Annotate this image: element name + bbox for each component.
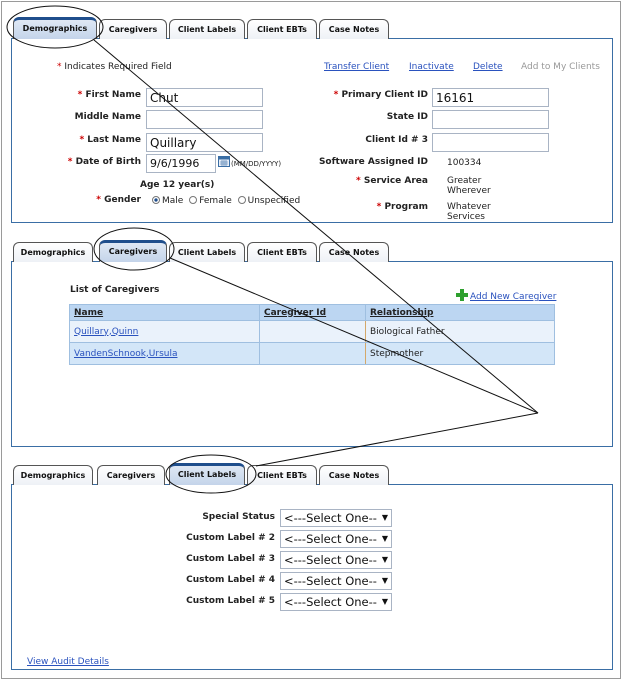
custom-label-4-label: Custom Label # 4 [186,575,275,585]
gender-label: * Gender [96,195,141,205]
tab-client-ebts[interactable]: Client EBTs [247,465,317,485]
tab-client-labels[interactable]: Client Labels [169,463,245,485]
dob-field[interactable]: 9/6/1996 [146,154,216,173]
middle-name-label: Middle Name [74,112,141,122]
transfer-client-link[interactable]: Transfer Client [324,62,390,72]
column-header-name[interactable]: Name [69,304,260,321]
age-text: Age 12 year(s) [140,180,215,190]
custom-label-3-label: Custom Label # 3 [186,554,275,564]
tab-caregivers[interactable]: Caregivers [97,465,165,485]
gender-unspecified-radio[interactable]: Unspecified [237,196,300,206]
program-line1: Whatever [447,202,491,212]
primary-client-id-field[interactable]: 16161 [432,88,549,107]
highlight-ellipse-client-labels [165,454,257,494]
gender-male-radio[interactable]: Male [152,196,183,206]
custom-label-2-label: Custom Label # 2 [186,533,275,543]
custom-label-5-select[interactable]: <---Select One--▼ [280,593,392,611]
caregivers-table: Name Caregiver Id Relationship Quillary,… [69,304,555,365]
dob-label: * Date of Birth [67,157,141,167]
dob-format-hint: (MM/DD/YYYY) [231,160,282,168]
relationship-cell: Stepmother [365,342,555,365]
relationship-cell: Biological Father [365,320,555,343]
tab-caregivers[interactable]: Caregivers [99,240,167,262]
tab-case-notes[interactable]: Case Notes [319,465,389,485]
tab-caregivers[interactable]: Caregivers [99,19,167,39]
caregiver-id-cell [259,342,366,365]
custom-label-5-label: Custom Label # 5 [186,596,275,606]
middle-name-field[interactable] [146,110,263,129]
special-status-label: Special Status [202,512,275,522]
tab-case-notes[interactable]: Case Notes [319,242,389,262]
custom-label-4-select[interactable]: <---Select One--▼ [280,572,392,590]
last-name-field[interactable]: Quillary [146,133,263,152]
chevron-down-icon: ▼ [381,597,388,606]
add-to-my-clients-link: Add to My Clients [521,62,600,72]
highlight-ellipse-caregivers [93,227,175,271]
tab-demographics[interactable]: Demographics [13,465,93,485]
primary-client-id-label: * Primary Client ID [333,90,428,100]
column-header-caregiver-id[interactable]: Caregiver Id [259,304,366,321]
client-id3-label: Client Id # 3 [365,135,428,145]
table-row: Quillary,Quinn Biological Father [69,320,555,343]
custom-label-2-select[interactable]: <---Select One--▼ [280,530,392,548]
last-name-label: * Last Name [79,135,141,145]
tab-demographics[interactable]: Demographics [13,17,97,39]
add-new-caregiver-link[interactable]: Add New Caregiver [470,292,557,302]
caregiver-id-cell [259,320,366,343]
table-header-row: Name Caregiver Id Relationship [69,304,555,321]
caregiver-name-link[interactable]: Quillary,Quinn [74,326,139,337]
tab-case-notes[interactable]: Case Notes [319,19,389,39]
chevron-down-icon: ▼ [381,534,388,543]
inactivate-link[interactable]: Inactivate [409,62,454,72]
special-status-select[interactable]: <---Select One--▼ [280,509,392,527]
callout-line [255,412,539,467]
caregivers-list-title: List of Caregivers [70,285,160,295]
tab-demographics[interactable]: Demographics [13,242,93,262]
first-name-field[interactable]: Chut [146,88,263,107]
state-id-field[interactable] [432,110,549,129]
callout-line [93,39,539,414]
callout-line [169,257,539,414]
caregiver-name-link[interactable]: VandenSchnook,Ursula [74,348,178,359]
highlight-ellipse-demographics [6,5,104,49]
column-header-relationship[interactable]: Relationship [365,304,555,321]
chevron-down-icon: ▼ [381,513,388,522]
chevron-down-icon: ▼ [381,555,388,564]
tab-client-ebts[interactable]: Client EBTs [247,19,317,39]
first-name-label: * First Name [77,90,141,100]
table-row: VandenSchnook,Ursula Stepmother [69,342,555,365]
service-area-line2: Wherever [447,186,491,196]
chevron-down-icon: ▼ [381,576,388,585]
tab-client-ebts[interactable]: Client EBTs [247,242,317,262]
tab-client-labels[interactable]: Client Labels [169,242,245,262]
add-icon[interactable] [456,289,468,301]
required-note: * Indicates Required Field [57,62,172,72]
program-label: * Program [376,202,428,212]
delete-link[interactable]: Delete [473,62,503,72]
client-id3-field[interactable] [432,133,549,152]
service-area-label: * Service Area [356,176,428,186]
gender-female-radio[interactable]: Female [189,196,232,206]
state-id-label: State ID [386,112,428,122]
software-id-value: 100334 [447,158,482,168]
view-audit-details-link[interactable]: View Audit Details [27,657,109,667]
program-line2: Services [447,212,485,222]
gender-radio-group: Male Female Unspecified [152,196,300,206]
calendar-icon[interactable] [218,155,230,167]
custom-label-3-select[interactable]: <---Select One--▼ [280,551,392,569]
software-id-label: Software Assigned ID [318,157,428,167]
tab-client-labels[interactable]: Client Labels [169,19,245,39]
service-area-line1: Greater [447,176,482,186]
